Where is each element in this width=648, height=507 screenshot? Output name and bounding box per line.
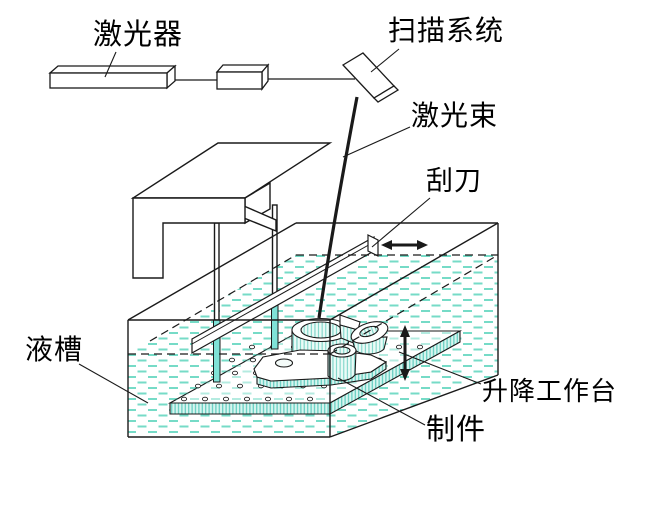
laser-box-front [49,72,168,89]
expander-box-front [216,71,263,90]
platform-hole [222,396,230,402]
laser-box-top [48,65,177,74]
scanning-system-leader [370,48,400,73]
workpiece-leader [337,377,426,426]
platform-hole [306,396,314,402]
platform-front-edge-strip [169,402,331,415]
liquid-tank-leader [78,363,149,404]
platform-hole [201,396,209,402]
gantry-bracket [130,142,333,279]
platform-hole [231,370,239,376]
leader-lines [78,48,482,426]
platform-motion-arrow-top-head [400,325,410,337]
platform-motion-arrow-bottom-head [400,369,410,381]
workpiece-part [253,314,389,389]
part-big-cylinder-bore [300,321,342,339]
gantry-top-face [130,142,333,199]
platform-hole [194,383,202,389]
label-laser: 激光器 [93,19,184,51]
scraper-motion-arrow-right-head [417,240,428,250]
platform-hole [285,396,293,402]
laser-beam-leader [342,126,411,158]
expander-box-top [215,64,270,73]
lifting-worktable-leader [398,351,482,385]
motion-arrows [381,240,428,381]
platform-hole [249,357,257,363]
laser-leader [104,51,117,78]
laser-beam-ray [317,96,359,319]
platform-hole [215,383,223,389]
platform-hole [243,396,251,402]
label-laser-beam: 激光束 [411,101,499,132]
platform-hole [180,396,188,402]
label-scraper: 刮刀 [426,166,482,196]
platform-hole [264,396,272,402]
platform-hole [395,344,403,350]
gantry-front-face [132,197,246,279]
platform-hole [416,344,424,350]
right-rod-submerged [271,301,279,350]
part-base-plate-hole [274,358,294,368]
left-rod-upper [213,222,220,321]
scanning-mirror-edge [372,85,400,103]
label-workpiece: 制件 [426,414,487,446]
vat-left-rim [127,222,297,321]
vat-right-rim [329,222,499,321]
platform-hole [236,383,244,389]
laser-optical-train [48,52,400,103]
scraper-bar-edge-line [191,241,375,345]
resin-level-right [329,254,499,355]
platform-hole [248,344,256,350]
scraper-motion-arrow-left-head [381,240,392,250]
label-liquid-tank: 液槽 [25,335,84,366]
label-lifting-worktable: 升降工作台 [482,377,618,406]
scraper-leader [371,197,431,248]
label-scanning-system: 扫描系统 [388,16,505,47]
vat-right-bottom-edge [329,374,499,438]
platform-hole [228,357,236,363]
resin-level-left [149,254,297,342]
